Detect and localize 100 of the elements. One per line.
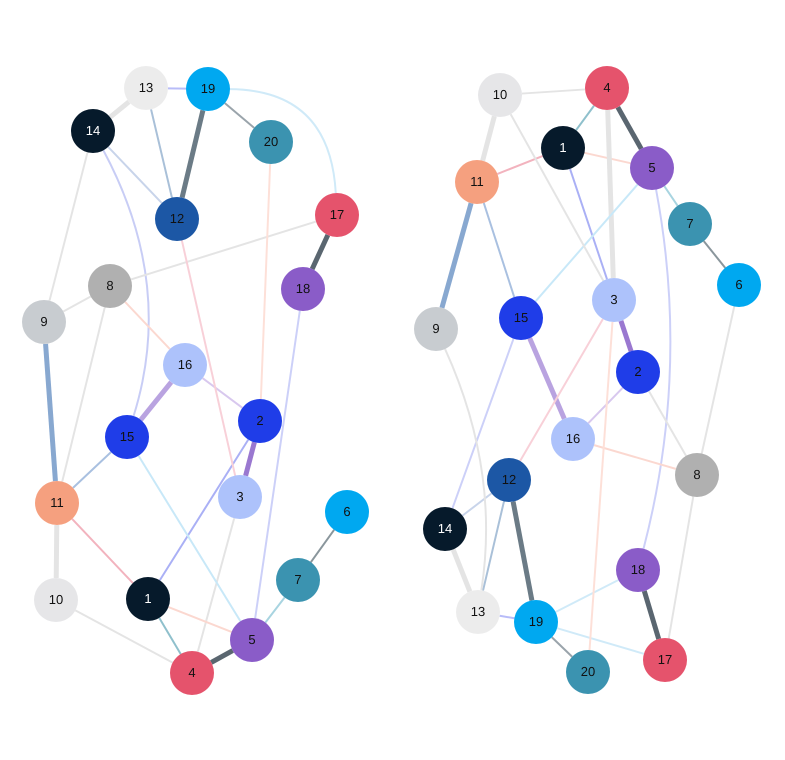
connector-line: [62, 296, 92, 312]
connector-line: [72, 451, 112, 489]
connector-line: [575, 105, 595, 131]
network-node: 15: [499, 296, 543, 340]
network-node: 15: [105, 415, 149, 459]
connector-line: [556, 627, 644, 655]
connector-line: [254, 310, 301, 618]
network-node: 2: [616, 350, 660, 394]
connector-line: [61, 307, 106, 482]
connector-line: [180, 240, 236, 476]
connector-line: [71, 518, 134, 584]
network-node: 3: [218, 475, 262, 519]
connector-line: [616, 106, 644, 150]
connector-line: [230, 88, 337, 194]
connector-line: [642, 590, 662, 640]
connector-line: [138, 455, 242, 622]
network-node: 7: [668, 202, 712, 246]
network-node: 13: [456, 590, 500, 634]
connector-line: [107, 146, 163, 204]
connector-line: [452, 338, 514, 509]
connector-line: [43, 344, 58, 482]
network-node: 18: [281, 267, 325, 311]
network-node: 6: [325, 490, 369, 534]
network-node: 19: [186, 67, 230, 111]
connector-line: [510, 114, 604, 282]
connector-line: [158, 439, 250, 581]
connector-line: [264, 596, 286, 624]
network-node: 16: [163, 343, 207, 387]
connector-line: [703, 240, 726, 268]
connector-line: [210, 648, 234, 665]
connector-line: [500, 614, 514, 620]
connector-line: [158, 617, 182, 655]
connector-line: [569, 168, 608, 280]
network-node: 14: [423, 507, 467, 551]
connector-line: [260, 164, 272, 400]
connector-line: [180, 110, 206, 198]
network-node: 12: [487, 458, 531, 502]
network-node: 8: [88, 264, 132, 308]
connector-line: [497, 155, 543, 175]
connector-line: [124, 301, 171, 350]
connector-line: [588, 387, 624, 424]
connector-line: [618, 320, 634, 352]
network-node: 16: [551, 417, 595, 461]
connector-line: [588, 322, 614, 650]
network-node: 9: [414, 307, 458, 351]
network-node: 11: [455, 160, 499, 204]
connector-line: [668, 496, 694, 638]
connector-line: [54, 524, 60, 578]
connector-line: [102, 150, 150, 416]
network-node: 6: [717, 263, 761, 307]
connector-line: [168, 87, 186, 90]
connector-line: [522, 88, 586, 95]
connector-line: [519, 318, 604, 462]
network-node: 4: [585, 66, 629, 110]
connector-line: [510, 501, 534, 601]
network-node: 1: [541, 126, 585, 170]
connector-line: [108, 100, 130, 120]
network-node: 11: [35, 481, 79, 525]
network-node: 18: [616, 548, 660, 592]
connector-line: [664, 186, 678, 206]
network-node: 10: [478, 73, 522, 117]
connector-line: [444, 348, 488, 590]
network-node: 19: [514, 600, 558, 644]
network-node: 5: [630, 146, 674, 190]
connector-line: [462, 492, 492, 516]
network-node: 20: [566, 650, 610, 694]
network-node: 1: [126, 577, 170, 621]
connector-line: [584, 152, 631, 164]
network-node: 3: [592, 278, 636, 322]
connector-line: [482, 202, 516, 298]
connector-line: [534, 184, 638, 302]
connector-line: [310, 529, 335, 563]
connector-line: [138, 380, 174, 422]
connector-line: [648, 390, 687, 456]
connector-line: [48, 152, 88, 301]
connector-line: [150, 109, 173, 198]
network-node: 12: [155, 197, 199, 241]
network-node: 9: [22, 300, 66, 344]
network-node: 5: [230, 618, 274, 662]
network-node: 17: [643, 638, 687, 682]
network-node: 10: [34, 578, 78, 622]
connector-line: [440, 202, 474, 308]
network-node: 13: [124, 66, 168, 110]
network-node: 4: [170, 651, 214, 695]
connector-line: [224, 102, 255, 129]
network-node: 7: [276, 558, 320, 602]
connector-line: [168, 606, 232, 633]
connector-line: [594, 444, 676, 470]
connector-line: [480, 116, 497, 162]
network-node: 14: [71, 109, 115, 153]
connector-line: [605, 110, 616, 278]
connector-line: [642, 189, 672, 549]
network-node: 2: [238, 399, 282, 443]
connector-line: [196, 518, 236, 652]
connector-line: [202, 377, 243, 409]
connector-line: [450, 548, 472, 592]
network-node: 8: [675, 453, 719, 497]
connector-line: [700, 306, 736, 454]
connector-line: [310, 234, 330, 270]
connector-line: [243, 442, 257, 476]
